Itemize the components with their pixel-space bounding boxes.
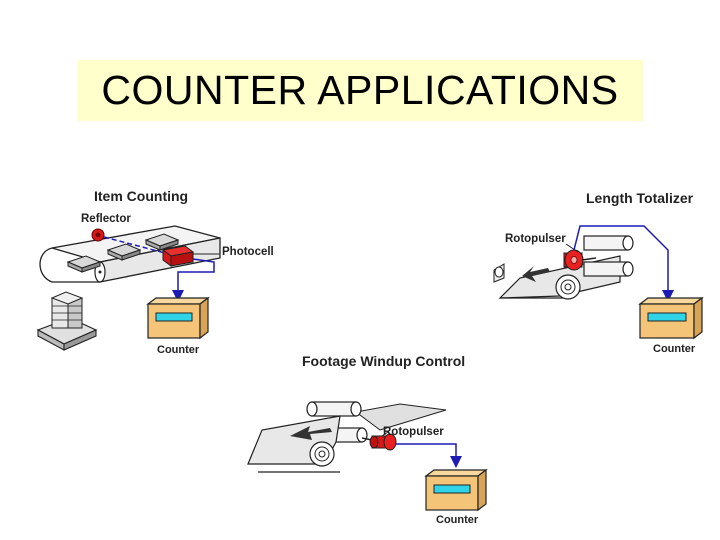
length-totalizer-title: Length Totalizer bbox=[586, 190, 694, 206]
footage-windup-rotopulser-label: Rotopulser bbox=[383, 426, 444, 438]
length-totalizer-counter-label: Counter bbox=[653, 343, 696, 355]
rotopulser-icon bbox=[361, 433, 397, 451]
material-web bbox=[354, 403, 447, 431]
direction-arrow-icon bbox=[290, 426, 332, 440]
reflector-label: Reflector bbox=[81, 213, 131, 225]
material-roll bbox=[247, 415, 341, 473]
length-totalizer-rotopulser-label: Rotopulser bbox=[505, 233, 566, 245]
rotopulser-icon bbox=[563, 249, 597, 271]
counter-device bbox=[638, 296, 704, 340]
length-totalizer-diagram bbox=[493, 225, 704, 340]
slide-title: COUNTER APPLICATIONS bbox=[101, 67, 619, 113]
counter-device bbox=[146, 296, 210, 340]
photocell-icon bbox=[161, 245, 195, 267]
counter-display bbox=[647, 312, 687, 322]
signal-wire bbox=[573, 225, 674, 302]
footage-windup-counter-label: Counter bbox=[436, 514, 479, 526]
item-counting-title: Item Counting bbox=[94, 188, 189, 204]
item-box bbox=[106, 243, 142, 261]
item-counting-diagram bbox=[36, 225, 221, 351]
direction-arrow-icon bbox=[522, 266, 550, 282]
light-beam bbox=[103, 236, 166, 254]
counter-display bbox=[433, 484, 471, 494]
counter-display bbox=[155, 312, 193, 322]
item-counting-counter-label: Counter bbox=[157, 344, 200, 356]
signal-wire bbox=[172, 258, 215, 302]
rotopulser-leader bbox=[565, 243, 579, 253]
stacked-items bbox=[36, 291, 98, 351]
rotopulser-leader bbox=[381, 431, 389, 437]
footage-windup-title: Footage Windup Control bbox=[302, 353, 466, 369]
conveyor-belt bbox=[39, 225, 221, 283]
rollers bbox=[583, 235, 634, 277]
title-banner: COUNTER APPLICATIONS bbox=[77, 60, 643, 121]
reflector-center bbox=[95, 232, 101, 238]
signal-wire bbox=[396, 443, 462, 468]
footage-windup-diagram bbox=[247, 401, 488, 512]
counter-device bbox=[424, 468, 488, 512]
photocell-label: Photocell bbox=[222, 246, 274, 258]
item-box bbox=[144, 233, 180, 251]
item-box bbox=[66, 255, 102, 273]
